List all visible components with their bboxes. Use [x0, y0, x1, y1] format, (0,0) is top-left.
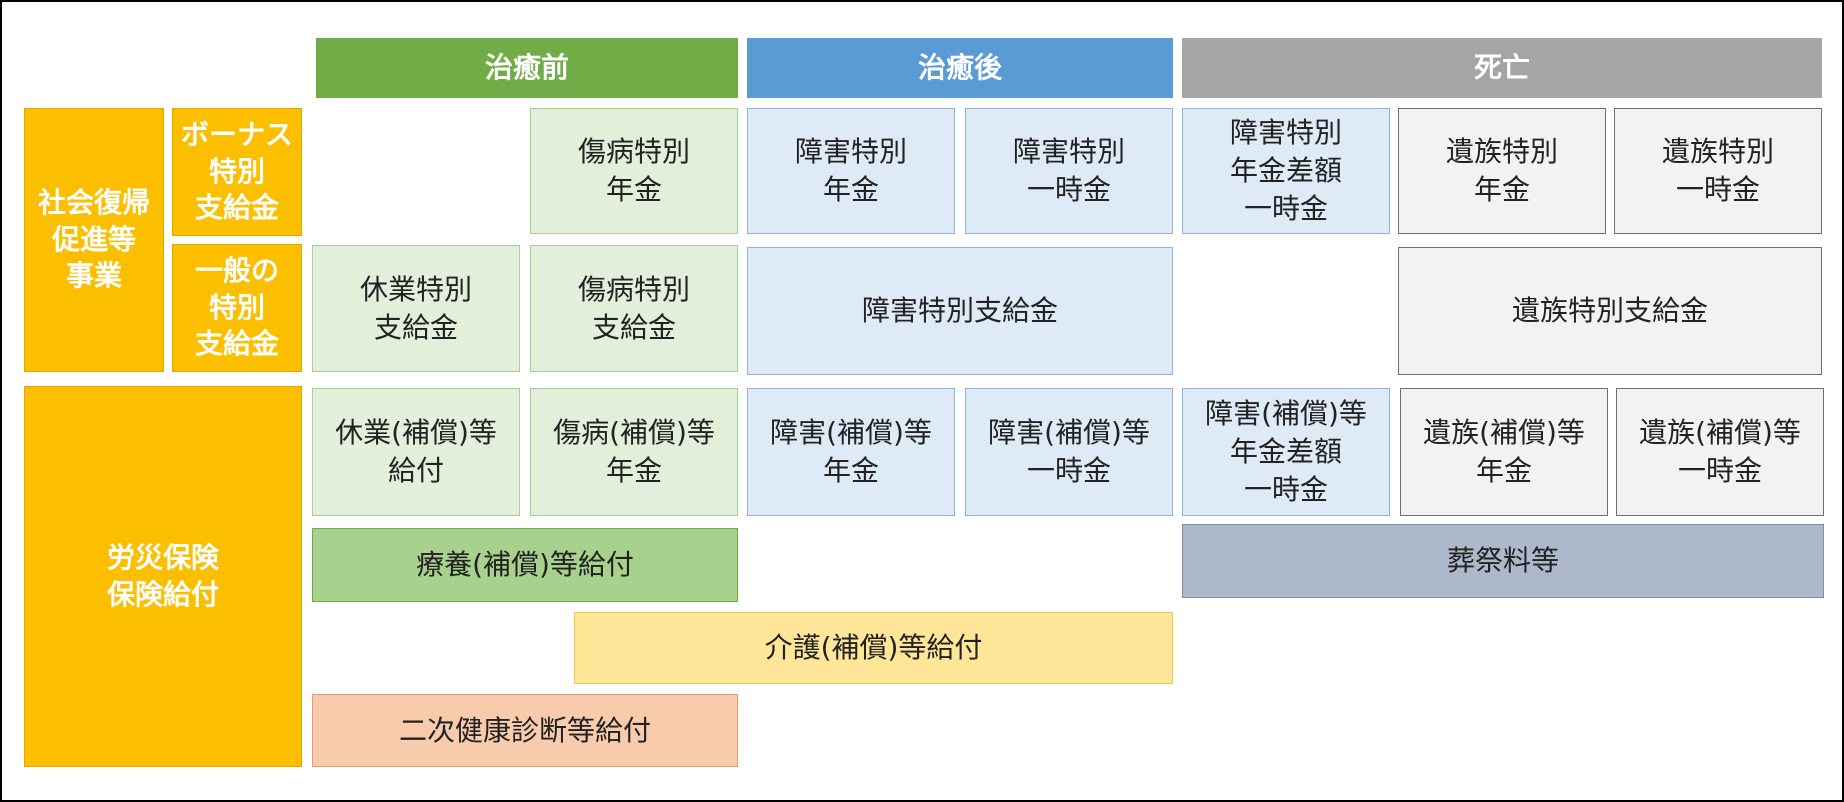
label-bonus-special-payment: ボーナス 特別 支給金 — [172, 108, 302, 236]
cell-survivor-compensation-lump-sum: 遺族(補償)等 一時金 — [1616, 388, 1824, 516]
cell-survivor-special-annuity: 遺族特別 年金 — [1398, 108, 1606, 234]
cell-disability-special-annuity-difference: 障害特別 年金差額 一時金 — [1182, 108, 1390, 234]
cell-funeral-expenses: 葬祭料等 — [1182, 524, 1824, 598]
cell-survivor-compensation-annuity: 遺族(補償)等 年金 — [1400, 388, 1608, 516]
cell-disability-special-annuity: 障害特別 年金 — [747, 108, 955, 234]
cell-secondary-health-checkup-benefit: 二次健康診断等給付 — [312, 694, 738, 767]
cell-disability-special-lump-sum: 障害特別 一時金 — [965, 108, 1173, 234]
cell-disability-compensation-annuity-difference: 障害(補償)等 年金差額 一時金 — [1182, 388, 1390, 516]
label-general-special-payment: 一般の 特別 支給金 — [172, 244, 302, 372]
cell-disability-compensation-lump-sum: 障害(補償)等 一時金 — [965, 388, 1173, 516]
cell-disability-special-payment: 障害特別支給金 — [747, 247, 1173, 375]
cell-medical-compensation-benefit: 療養(補償)等給付 — [312, 528, 738, 602]
header-before-recovery: 治癒前 — [316, 38, 738, 98]
label-workers-comp-benefits: 労災保険 保険給付 — [24, 386, 302, 767]
header-after-recovery: 治癒後 — [747, 38, 1173, 98]
cell-nursing-care-compensation-benefit: 介護(補償)等給付 — [574, 612, 1173, 684]
cell-sickness-special-annuity: 傷病特別 年金 — [530, 108, 738, 234]
header-death: 死亡 — [1182, 38, 1822, 98]
cell-sickness-special-payment: 傷病特別 支給金 — [530, 245, 738, 372]
cell-sickness-compensation-annuity: 傷病(補償)等 年金 — [530, 388, 738, 516]
cell-survivor-special-lump-sum: 遺族特別 一時金 — [1614, 108, 1822, 234]
cell-survivor-special-payment: 遺族特別支給金 — [1398, 247, 1822, 375]
cell-leave-compensation-benefit: 休業(補償)等 給付 — [312, 388, 520, 516]
cell-disability-compensation-annuity: 障害(補償)等 年金 — [747, 388, 955, 516]
label-social-rehabilitation: 社会復帰 促進等 事業 — [24, 108, 164, 372]
cell-leave-special-payment: 休業特別 支給金 — [312, 245, 520, 372]
